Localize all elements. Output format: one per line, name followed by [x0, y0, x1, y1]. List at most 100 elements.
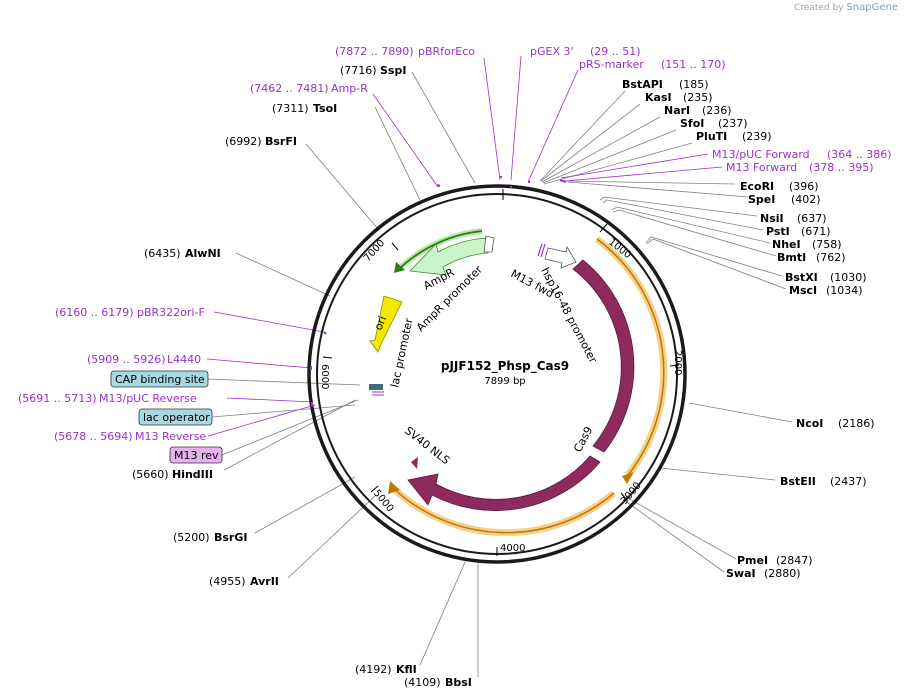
cap-binding-site-box[interactable] — [110, 370, 209, 388]
m13-rev-marker — [372, 391, 384, 396]
primer-m13-reverse-pos: (5678 .. 5694) — [54, 430, 133, 443]
hsp-promoter-arrow[interactable] — [544, 245, 577, 269]
primer-m13-puc-reverse[interactable]: M13/pUC Reverse — [99, 392, 197, 405]
enzyme-sfoi[interactable]: SfoI — [680, 117, 704, 130]
primer-amp-r-pos: (7462 .. 7481) — [250, 82, 329, 95]
enzyme-sfoi-pos: (237) — [718, 117, 748, 130]
enzyme-bsrfi[interactable]: BsrFI — [265, 135, 297, 148]
primer-lines — [206, 55, 723, 437]
enzyme-swai[interactable]: SwaI — [726, 567, 756, 580]
enzyme-psti[interactable]: PstI — [766, 225, 790, 238]
m13-fwd-marker — [537, 243, 546, 258]
label-cas9: Cas9 — [571, 424, 595, 454]
enzyme-bsrgi[interactable]: BsrGI — [214, 531, 247, 544]
primer-prs-marker[interactable]: pRS-marker — [579, 58, 644, 71]
primer-pgex3[interactable]: pGEX 3' — [530, 45, 574, 58]
label-m13-rev: M13 rev — [174, 449, 219, 462]
enzyme-bsteii[interactable]: BstEII — [780, 475, 816, 488]
enzyme-alwni[interactable]: AlwNI — [185, 247, 221, 260]
backbone-outer — [307, 184, 687, 564]
enzyme-spei-pos: (402) — [791, 193, 821, 206]
enzyme-bstapi[interactable]: BstAPI — [622, 78, 663, 91]
sv40-nls-marker — [411, 457, 418, 469]
enzyme-hindiii[interactable]: HindIII — [172, 468, 213, 481]
cas9-feature-lower[interactable] — [407, 455, 601, 511]
primer-m13-puc-reverse-pos: (5691 .. 5713) — [18, 392, 97, 405]
enzyme-pmei-pos: (2847) — [776, 554, 813, 567]
primer-m13-puc-forward[interactable]: M13/pUC Forward — [712, 148, 810, 161]
orange-arc-bottom-arrow — [388, 481, 400, 494]
enzyme-alwni-pos: (6435) — [144, 247, 181, 260]
primer-m13-forward-pos: (378 .. 395) — [809, 161, 874, 174]
label-sv40-nls: SV40 NLS — [402, 424, 452, 467]
enzyme-spei[interactable]: SpeI — [748, 193, 775, 206]
primer-l4440[interactable]: L4440 — [167, 353, 201, 366]
orange-arc-right — [596, 238, 665, 476]
enzyme-ecori-pos: (396) — [789, 180, 819, 193]
enzyme-bsrgi-pos: (5200) — [173, 531, 210, 544]
enzyme-sspi-pos: (7716) — [340, 64, 377, 77]
primer-amp-r[interactable]: Amp-R — [331, 82, 368, 95]
primer-pgex3-pos: (29 .. 51) — [590, 45, 641, 58]
enzyme-tsoi[interactable]: TsoI — [313, 102, 337, 115]
enzyme-ncoi[interactable]: NcoI — [796, 417, 823, 430]
enzyme-bsteii-pos: (2437) — [830, 475, 867, 488]
enzyme-nari[interactable]: NarI — [664, 104, 690, 117]
enzyme-nsii-pos: (637) — [797, 212, 827, 225]
ampr-promoter-box — [483, 235, 495, 253]
enzyme-nhei[interactable]: NheI — [772, 238, 801, 251]
enzyme-bbsi[interactable]: BbsI — [445, 676, 472, 689]
plasmid-name: pJJF152_Phsp_Cas9 — [441, 359, 569, 374]
orange-arc-right-arrow — [622, 472, 634, 484]
tick-label-4000: 4000 — [500, 543, 525, 554]
primer-ring-marks — [310, 176, 567, 407]
ori-feature[interactable] — [369, 295, 403, 353]
enzyme-sspi[interactable]: SspI — [380, 64, 406, 77]
primer-pbr322ori-f[interactable]: pBR322ori-F — [137, 306, 205, 319]
enzyme-nhei-pos: (758) — [812, 238, 842, 251]
enzyme-kfli[interactable]: KflI — [396, 663, 417, 676]
primer-m13-puc-forward-pos: (364 .. 386) — [827, 148, 892, 161]
enzyme-bsrfi-pos: (6992) — [225, 135, 262, 148]
enzyme-ecori[interactable]: EcoRI — [740, 180, 774, 193]
plasmid-length: 7899 bp — [484, 376, 525, 387]
primer-l4440-pos: (5909 .. 5926) — [87, 353, 166, 366]
enzyme-avrii[interactable]: AvrII — [250, 575, 279, 588]
cas9-feature[interactable] — [572, 259, 635, 453]
label-cap-binding-site: CAP binding site — [115, 373, 205, 386]
enzyme-avrii-pos: (4955) — [209, 575, 246, 588]
enzyme-psti-pos: (671) — [801, 225, 831, 238]
primer-m13-forward[interactable]: M13 Forward — [726, 161, 797, 174]
enzyme-kasi[interactable]: KasI — [645, 91, 672, 104]
enzyme-bstxi[interactable]: BstXI — [785, 271, 818, 284]
enzyme-bbsi-pos: (4109) — [404, 676, 441, 689]
lac-operator-block — [369, 384, 383, 390]
enzyme-msci[interactable]: MscI — [789, 284, 817, 297]
enzyme-swai-pos: (2880) — [764, 567, 801, 580]
primer-pbrforeco[interactable]: pBRforEco — [418, 45, 475, 58]
lac-operator-box[interactable] — [138, 408, 213, 426]
primer-pbr322ori-f-pos: (6160 .. 6179) — [55, 306, 134, 319]
enzyme-kasi-pos: (235) — [683, 91, 713, 104]
snapgene-logo: SnapGene — [846, 2, 898, 13]
tick-marks — [322, 189, 680, 556]
ampr-feature[interactable] — [409, 237, 489, 276]
enzyme-bmti[interactable]: BmtI — [777, 251, 806, 264]
enzyme-nsii[interactable]: NsiI — [760, 212, 784, 225]
enzyme-nari-pos: (236) — [702, 104, 732, 117]
enzyme-pmei[interactable]: PmeI — [737, 554, 768, 567]
tick-label-6000: 6000 — [319, 364, 330, 389]
primer-prs-marker-pos: (151 .. 170) — [661, 58, 726, 71]
primer-pbrforeco-pos: (7872 .. 7890) — [335, 45, 414, 58]
orange-arc-bottom — [392, 487, 615, 534]
enzyme-ncoi-pos: (2186) — [838, 417, 875, 430]
label-ori: ori — [372, 314, 389, 332]
credit-prefix: Created by — [794, 3, 844, 13]
snapgene-credit: Created by SnapGene — [794, 2, 898, 13]
enzyme-hindiii-pos: (5660) — [132, 468, 169, 481]
enzyme-pluti[interactable]: PluTI — [696, 130, 727, 143]
primer-m13-reverse[interactable]: M13 Reverse — [135, 430, 206, 443]
m13-rev-box[interactable] — [169, 446, 223, 464]
label-lac-promoter: lac promoter — [388, 317, 415, 389]
